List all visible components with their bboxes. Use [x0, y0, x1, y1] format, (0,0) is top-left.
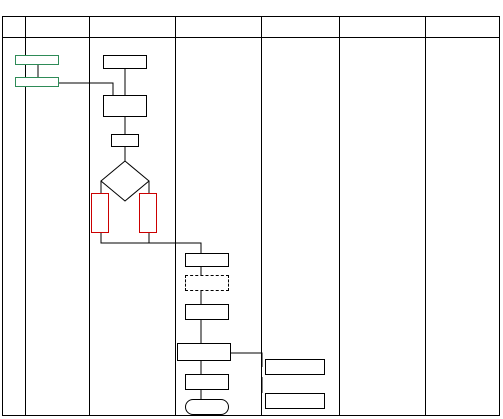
- flow-node: [103, 55, 147, 69]
- operation-text: [341, 183, 423, 209]
- flow-node: [185, 374, 229, 390]
- connector: [100, 160, 150, 202]
- operation-text: [341, 121, 423, 141]
- flow-node: [15, 77, 59, 87]
- header-divider: [3, 37, 499, 38]
- operation-text: [341, 301, 423, 327]
- lane-divider: [261, 17, 262, 415]
- flow-node: [103, 95, 147, 117]
- end-node: [185, 399, 229, 415]
- flow-node: [265, 393, 325, 409]
- operation-text: [341, 389, 423, 415]
- lane-divider: [425, 17, 426, 415]
- connector: [100, 233, 202, 253]
- operation-text: [341, 143, 423, 169]
- flow-node: [185, 253, 229, 267]
- decision-node: [115, 171, 135, 191]
- operation-text: [341, 61, 423, 81]
- lane-divider: [175, 17, 176, 415]
- lane-divider: [339, 17, 340, 415]
- flow-node: [91, 193, 109, 233]
- flow-node: [185, 304, 229, 320]
- flow-node: [15, 55, 59, 65]
- swimlane-table: [2, 16, 500, 416]
- connector: [58, 82, 114, 95]
- operation-text: [341, 361, 423, 387]
- flow-node: [177, 343, 231, 361]
- lane-divider: [25, 17, 26, 415]
- operation-text: [341, 331, 423, 357]
- note-text: [427, 339, 499, 365]
- operation-text: [341, 95, 423, 121]
- flow-node: [111, 134, 139, 147]
- lane-divider: [89, 17, 90, 415]
- flow-node: [139, 193, 157, 233]
- connector: [231, 352, 263, 367]
- flow-node: [185, 275, 229, 291]
- operation-text: [341, 249, 423, 275]
- operation-text: [341, 211, 423, 237]
- flow-node: [265, 359, 325, 375]
